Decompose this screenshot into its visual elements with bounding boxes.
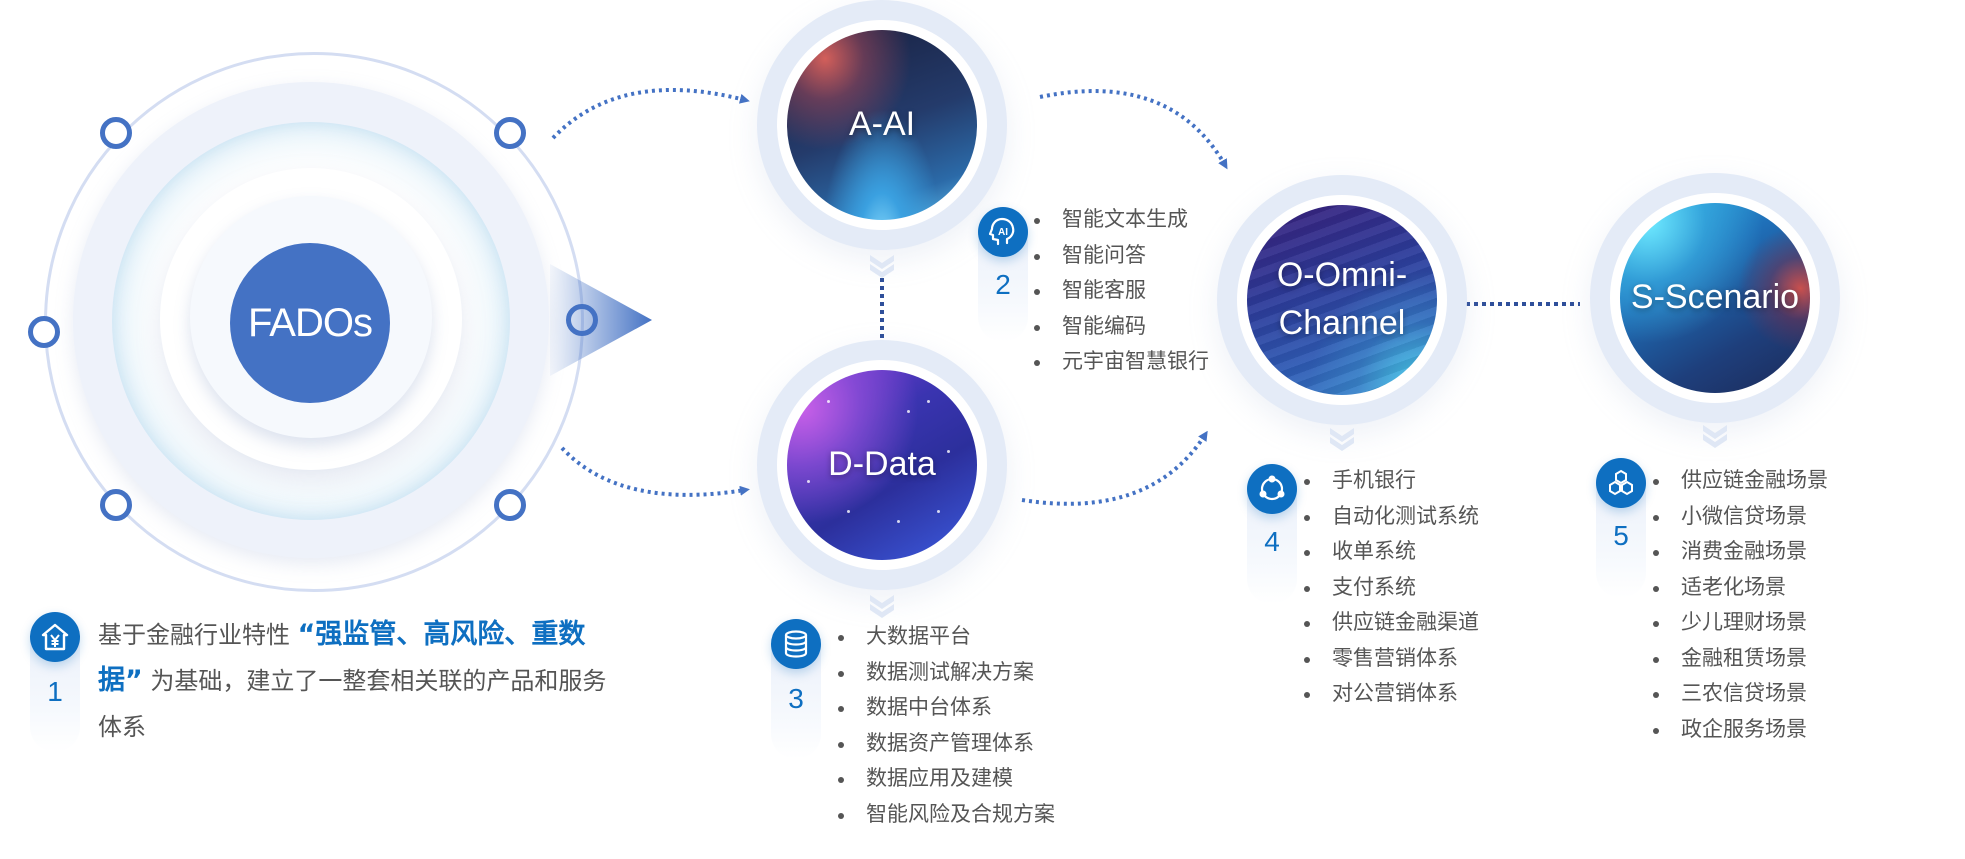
orbit-node: [28, 316, 60, 348]
list-item: 数据中台体系: [836, 690, 1055, 726]
node-data-label: D-Data: [828, 445, 936, 484]
hub-core[interactable]: FADOs: [230, 243, 390, 403]
list-item: 智能问答: [1032, 238, 1209, 274]
svg-text:AI: AI: [998, 227, 1008, 238]
list-item: 大数据平台: [836, 619, 1055, 655]
node-omni-channel[interactable]: O-Omni- Channel: [1217, 175, 1467, 425]
house-yuan-icon: [30, 612, 80, 662]
node-scenario-planet: S-Scenario: [1620, 203, 1810, 393]
section-5-list: 供应链金融场景 小微信贷场景 消费金融场景 适老化场景 少儿理财场景 金融租赁场…: [1651, 463, 1828, 747]
list-item: 手机银行: [1302, 463, 1479, 499]
list-item: 数据测试解决方案: [836, 655, 1055, 691]
list-item: 三农信贷场景: [1651, 676, 1828, 712]
chevron-down-icon: [1703, 425, 1727, 448]
list-item: 适老化场景: [1651, 570, 1828, 606]
node-ai-planet: A-AI: [787, 30, 977, 220]
section-4-number: 4: [1264, 526, 1280, 557]
list-item: 元宇宙智慧银行: [1032, 344, 1209, 380]
orbit-node: [100, 489, 132, 521]
database-icon: [771, 619, 821, 669]
chevron-down-icon: [870, 255, 894, 278]
list-item: 零售营销体系: [1302, 641, 1479, 677]
list-item: 小微信贷场景: [1651, 499, 1828, 535]
list-item: 数据资产管理体系: [836, 726, 1055, 762]
list-item: 支付系统: [1302, 570, 1479, 606]
section-1-badge: 1: [30, 612, 80, 752]
list-item: 自动化测试系统: [1302, 499, 1479, 535]
list-item: 智能客服: [1032, 273, 1209, 309]
section-2-list: 智能文本生成 智能问答 智能客服 智能编码 元宇宙智慧银行: [1032, 202, 1209, 380]
arrow-ai-to-omni: [1039, 89, 1228, 170]
hub-label: FADOs: [248, 300, 373, 345]
chevron-down-icon: [870, 595, 894, 618]
node-data-planet: D-Data: [787, 370, 977, 560]
section-2-number: 2: [995, 269, 1011, 300]
node-data[interactable]: D-Data: [757, 340, 1007, 590]
list-item: 供应链金融渠道: [1302, 605, 1479, 641]
list-item: 消费金融场景: [1651, 534, 1828, 570]
list-item: 数据应用及建模: [836, 761, 1055, 797]
section-1-number: 1: [47, 676, 63, 707]
arrow-data-to-omni: [1021, 430, 1208, 506]
orbit-node: [494, 489, 526, 521]
list-item: 政企服务场景: [1651, 712, 1828, 748]
node-ai-label: A-AI: [848, 105, 916, 144]
intro-text-before: 基于金融行业特性: [98, 621, 290, 649]
orbit-node: [494, 117, 526, 149]
section-4-badge: 4: [1247, 464, 1297, 604]
section-5-number: 5: [1613, 520, 1629, 551]
section-4-list: 手机银行 自动化测试系统 收单系统 支付系统 供应链金融渠道 零售营销体系 对公…: [1302, 463, 1479, 712]
list-item: 收单系统: [1302, 534, 1479, 570]
share-network-icon: [1247, 464, 1297, 514]
node-omni-planet: O-Omni- Channel: [1247, 205, 1437, 395]
section-1-text: 基于金融行业特性 “强监管、高风险、重数据” 为基础，建立了一整套相关联的产品和…: [98, 612, 618, 750]
section-3-badge: 3: [771, 619, 821, 759]
node-scenario-label: S-Scenario: [1630, 278, 1800, 317]
node-omni-label-line1: O-Omni-: [1276, 256, 1408, 295]
list-item: 少儿理财场景: [1651, 605, 1828, 641]
list-item: 供应链金融场景: [1651, 463, 1828, 499]
arrow-hub-to-data: [560, 446, 750, 497]
section-5-badge: 5: [1596, 458, 1646, 598]
section-2-badge: AI 2: [978, 207, 1028, 342]
node-omni-label-line2: Channel: [1278, 304, 1406, 342]
list-item: 智能风险及合规方案: [836, 797, 1055, 833]
node-scenario[interactable]: S-Scenario: [1590, 173, 1840, 423]
hexagons-icon: [1596, 458, 1646, 508]
chevron-down-icon: [1330, 428, 1354, 451]
arrow-hub-to-ai: [551, 88, 750, 140]
section-3-number: 3: [788, 683, 804, 714]
node-ai[interactable]: A-AI: [757, 0, 1007, 250]
orbit-node: [100, 117, 132, 149]
intro-highlight: “强监管、高风险、重数据”: [98, 619, 586, 696]
list-item: 智能文本生成: [1032, 202, 1209, 238]
list-item: 智能编码: [1032, 309, 1209, 345]
orbit-node: [566, 304, 598, 336]
pointer-triangle-icon: [550, 264, 652, 376]
ai-head-icon: AI: [978, 207, 1028, 257]
section-3-list: 大数据平台 数据测试解决方案 数据中台体系 数据资产管理体系 数据应用及建模 智…: [836, 619, 1055, 832]
list-item: 金融租赁场景: [1651, 641, 1828, 677]
list-item: 对公营销体系: [1302, 676, 1479, 712]
intro-text-after: 为基础，建立了一整套相关联的产品和服务体系: [98, 667, 607, 741]
